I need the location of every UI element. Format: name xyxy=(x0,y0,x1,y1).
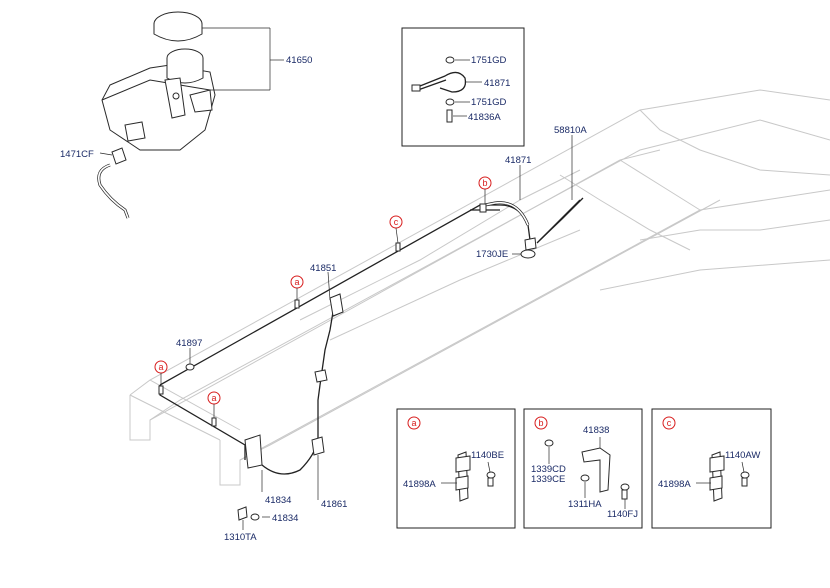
callout-a-pipe: a xyxy=(290,275,304,300)
hose-main-label: 41871 xyxy=(505,155,531,166)
clamp-top-label: 1471CF xyxy=(60,149,94,160)
detail-nut-b-label: 1751GD xyxy=(471,97,507,108)
detail-a-bracket-label: 41898A xyxy=(403,479,436,490)
detail-a-parts xyxy=(455,451,496,502)
svg-text:c: c xyxy=(394,217,399,227)
detail-b-nut1-label: 1339CD xyxy=(531,464,566,475)
detail-b-nut2-label: 1339CE xyxy=(531,474,565,485)
grommet-label: 1730JE xyxy=(476,249,508,260)
vehicle-frame xyxy=(129,89,830,486)
cyl-a-label: 41834 xyxy=(265,495,291,506)
pipe-label: 41851 xyxy=(310,263,336,274)
svg-text:b: b xyxy=(482,178,487,188)
svg-text:a: a xyxy=(158,362,163,372)
detail-c-bolt-label: 1140AW xyxy=(725,450,760,461)
detail-a-bolt-label: 1140BE xyxy=(471,450,504,461)
detail-nut-a-label: 1751GD xyxy=(471,55,507,66)
detail-c-ref: c xyxy=(667,418,672,428)
hose-detail-parts xyxy=(411,56,467,123)
detail-c-bracket-label: 41898A xyxy=(658,479,691,490)
callout-b-top: b xyxy=(478,176,492,204)
clip-label: 41897 xyxy=(176,338,202,349)
detail-b-washer-label: 1311HA xyxy=(568,499,602,510)
bracket-right-label: 58810A xyxy=(554,125,587,136)
detail-b-bolt-label: 1140FJ xyxy=(607,509,638,520)
callout-a-left: a xyxy=(154,360,168,386)
reservoir-label: 41650 xyxy=(286,55,312,66)
svg-text:a: a xyxy=(211,393,216,403)
detail-c-parts xyxy=(709,451,750,502)
detail-b-bracket-label: 41838 xyxy=(583,425,609,436)
cyl-hose-label: 41861 xyxy=(321,499,347,510)
reservoir-assembly xyxy=(101,11,216,151)
callout-c-line: c xyxy=(389,215,403,244)
detail-a-ref: a xyxy=(411,418,416,428)
feed-hose xyxy=(97,147,130,219)
detail-b-parts xyxy=(544,439,630,500)
nut-bottom-label: 1310TA xyxy=(224,532,257,543)
callout-a-lower: a xyxy=(207,391,221,418)
svg-text:a: a xyxy=(294,277,299,287)
detail-b-ref: b xyxy=(538,418,543,428)
detail-bolt-label: 41836A xyxy=(468,112,501,123)
hose-detail-box xyxy=(401,27,525,147)
hydraulic-line xyxy=(158,197,584,521)
cyl-b-label: 41834 xyxy=(272,513,298,524)
detail-hose-label: 41871 xyxy=(484,78,510,89)
